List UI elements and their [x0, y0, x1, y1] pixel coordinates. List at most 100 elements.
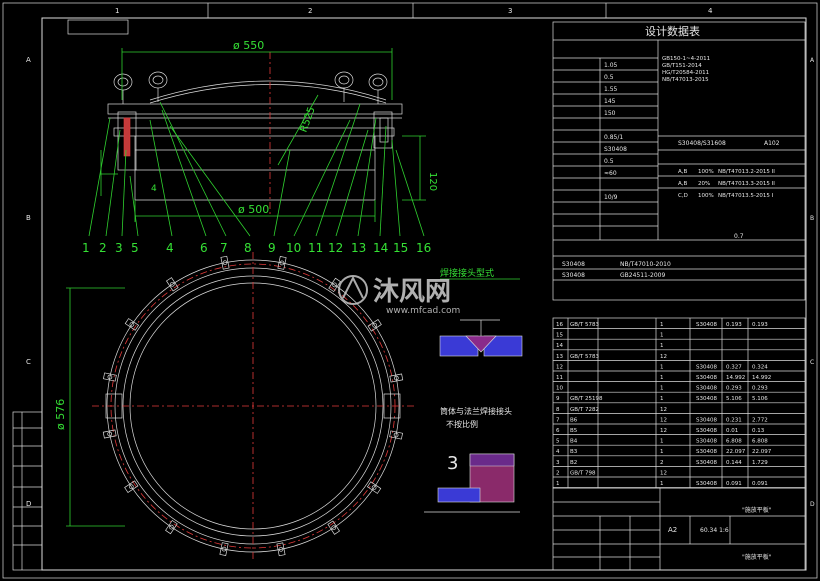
- detail-number: 3: [447, 453, 458, 474]
- bom-cell: 5.106: [726, 396, 742, 402]
- bom-cell: 16: [556, 322, 563, 328]
- bom-cell: 5: [556, 439, 560, 445]
- bom-cell: 1: [660, 343, 664, 349]
- bom-cell: 1: [660, 396, 664, 402]
- part-number: 10: [286, 241, 301, 255]
- nde-cell: 100%: [698, 193, 714, 199]
- bom-cell: 14.992: [726, 375, 745, 381]
- title-block: A2 60.34 1:6 "施放平板" "施放平板": [552, 487, 806, 571]
- bom-cell: 2: [556, 470, 560, 476]
- row-label-a-right: A: [810, 57, 815, 64]
- nde-cell: A,B: [678, 169, 688, 175]
- bom-cell: 12: [660, 470, 667, 476]
- row-label-d: D: [26, 500, 31, 508]
- watermark: 沐风网 www.mfcad.com: [338, 275, 460, 316]
- bom-cell: 1: [660, 364, 664, 370]
- bom-cell: 1: [660, 375, 664, 381]
- bom-cell: 9: [556, 396, 560, 402]
- bom-cell: 14: [556, 343, 563, 349]
- title-weight: 60.34 1:6: [700, 527, 729, 534]
- bom-cell: GB/T 7282: [570, 407, 599, 413]
- col-label-1: 1: [115, 7, 119, 15]
- material-b: S30408/S31608: [678, 140, 726, 147]
- bom-cell: 22.097: [752, 449, 772, 455]
- dim-top-diameter: ø 550: [233, 39, 264, 52]
- bom-cell: 0.231: [726, 417, 742, 423]
- row-label-b-right: B: [810, 215, 814, 222]
- part-number: 2: [99, 241, 107, 255]
- weld-section-title: 焊接接头型式: [440, 267, 494, 279]
- clamp-bolt-icon: [165, 519, 178, 535]
- nde-cell: NB/T47013.3-2015 II: [718, 181, 775, 187]
- title-mark-2: "施放平板": [742, 553, 772, 561]
- bom-cell: GB/T 25198: [570, 396, 603, 402]
- title-scale: A2: [668, 526, 677, 534]
- nde-cell: 100%: [698, 169, 714, 175]
- row-label-c-right: C: [810, 359, 814, 366]
- bom-cell: 0.193: [752, 322, 768, 328]
- inner-frame: [41, 17, 807, 571]
- bom-cell: 13: [556, 354, 563, 360]
- std-line: GB/T151-2014: [662, 63, 702, 69]
- bom-cell: 1: [660, 333, 664, 339]
- design-table-title: 设计数据表: [645, 24, 700, 38]
- pressure-test: 0.7: [734, 233, 744, 240]
- bom-cell: 0.293: [726, 386, 742, 392]
- plan-view: [92, 252, 414, 562]
- bom-cell: B3: [570, 449, 578, 455]
- part-number: 3: [115, 241, 123, 255]
- part-leaders: [88, 101, 425, 237]
- design-row-value: 145: [604, 98, 616, 105]
- weld-std-material: S30408: [562, 272, 585, 279]
- part-number: 7: [220, 241, 228, 255]
- bom-cell: S30408: [696, 439, 717, 445]
- design-std-lines: GB150-1~4-2011 GB/T151-2014 HG/T20584-20…: [662, 56, 710, 83]
- part-number: 16: [416, 241, 431, 255]
- clamp-bolt-icon: [102, 429, 117, 439]
- clamp-bolt-icon: [124, 480, 139, 493]
- col-label-3: 3: [508, 7, 512, 15]
- detail-title: 筒体与法兰焊接接头: [440, 406, 512, 416]
- bom-cell: 2: [660, 460, 664, 466]
- left-revision-strip: [12, 411, 43, 571]
- part-number: 14: [373, 241, 388, 255]
- bom-cell: 7: [556, 417, 560, 423]
- weld-joint-section: 焊接接头型式: [439, 267, 523, 357]
- bom-cell: 12: [556, 364, 563, 370]
- clamp-bolt-icon: [327, 520, 340, 535]
- clamp-bolt-icon: [366, 481, 382, 494]
- bom-cell: 0.091: [752, 481, 768, 487]
- header-box: [67, 19, 129, 35]
- bom-cell: B5: [570, 428, 578, 434]
- bom-cell: 1: [556, 481, 560, 487]
- row-label-b: B: [26, 214, 31, 222]
- bom-cell: 1: [660, 439, 664, 445]
- bom-cell: 14.992: [752, 375, 771, 381]
- clamp-bolt-icon: [367, 319, 382, 332]
- design-row-value: 0.5: [604, 158, 614, 165]
- dim-height: 120: [427, 172, 438, 191]
- part-number: 8: [244, 241, 252, 255]
- bom-cell: 6: [556, 428, 560, 434]
- std-line: HG/T20584-2011: [662, 70, 709, 76]
- bom-cell: 15: [556, 333, 563, 339]
- row-label-c: C: [26, 358, 31, 366]
- clamp-bolt-icon: [219, 542, 229, 556]
- bom-cell: 1: [660, 386, 664, 392]
- design-row-value: ≈60: [604, 170, 617, 177]
- clamp-bolt-icon: [276, 542, 286, 557]
- bom-cell: 2.772: [752, 417, 768, 423]
- bom-cell: 0.193: [726, 322, 742, 328]
- bom-cell: S30408: [696, 322, 717, 328]
- nde-cell: A,B: [678, 181, 688, 187]
- part-number: 6: [200, 241, 208, 255]
- elevation-view: [107, 52, 403, 215]
- bom-cell: 1: [660, 322, 664, 328]
- part-number: 9: [268, 241, 276, 255]
- clamp-bolt-icon: [277, 256, 287, 270]
- std-line: NB/T47013-2015: [662, 77, 709, 83]
